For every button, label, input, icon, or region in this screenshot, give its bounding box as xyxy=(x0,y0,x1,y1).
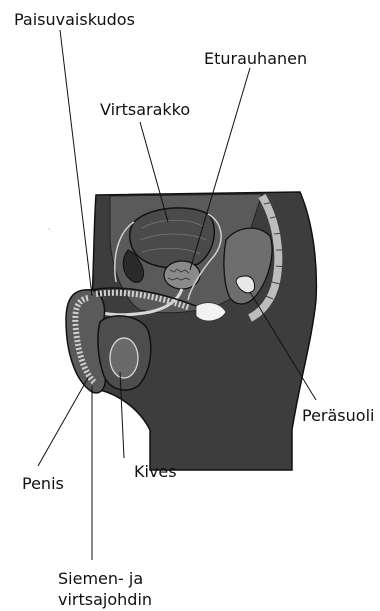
speck-mark: · xyxy=(48,225,51,234)
label-perasuoli: Peräsuoli xyxy=(302,406,374,426)
label-siemen-line2: virtsajohdin xyxy=(58,590,152,610)
label-virtsarakko: Virtsarakko xyxy=(100,100,190,120)
label-penis: Penis xyxy=(22,474,64,494)
label-paisuvaiskudos: Paisuvaiskudos xyxy=(14,10,135,30)
label-eturauhanen: Eturauhanen xyxy=(204,49,307,69)
label-kives: Kives xyxy=(134,462,177,482)
leader-line-penis xyxy=(38,378,88,466)
testis xyxy=(110,338,138,378)
label-siemen-line1: Siemen- ja xyxy=(58,569,143,589)
leader-line-paisuvaiskudos xyxy=(60,30,92,296)
scrotum-illustration xyxy=(98,316,151,390)
